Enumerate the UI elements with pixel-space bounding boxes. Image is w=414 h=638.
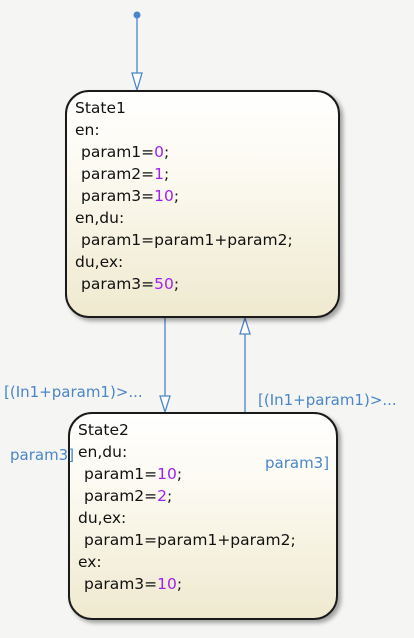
action-line: param2=2; <box>84 487 173 505</box>
state-name: State2 <box>78 421 129 439</box>
transition-down-label-line1: [(In1+param1)>... <box>4 383 143 401</box>
action-line: param2=1; <box>81 165 170 183</box>
default-transition-arrowhead <box>131 72 143 93</box>
action-label: du,ex: <box>75 253 124 271</box>
action-line: param3=10; <box>84 575 183 593</box>
transition-down-label-line2: param3] <box>10 446 75 464</box>
action-label: en: <box>75 121 100 139</box>
transition-up-label-line2: param3] <box>265 454 330 472</box>
action-line: param1=param1+param2; <box>84 531 296 549</box>
transition-up-label-line1: [(In1+param1)>... <box>258 391 397 409</box>
transition-down-arrowhead <box>159 395 171 415</box>
state2-box[interactable]: State2 en,du: param1=10; param2=2; du,ex… <box>68 412 338 620</box>
transition-up-label[interactable]: [(In1+param1)>... param3] <box>258 348 397 495</box>
action-label: en,du: <box>75 209 125 227</box>
action-line: param1=0; <box>81 143 170 161</box>
transition-up-arrowhead <box>239 315 251 335</box>
action-line: param1=param1+param2; <box>81 231 293 249</box>
state-name: State1 <box>75 99 126 117</box>
state1-box[interactable]: State1 en: param1=0; param2=1; param3=10… <box>65 90 340 318</box>
default-transition-dot[interactable] <box>133 11 141 19</box>
action-line: param3=50; <box>81 275 180 293</box>
action-label: en,du: <box>78 443 128 461</box>
action-line: param1=10; <box>84 465 183 483</box>
action-label: ex: <box>78 553 102 571</box>
transition-down-label[interactable]: [(In1+param1)>... param3] <box>4 340 143 487</box>
action-label: du,ex: <box>78 509 127 527</box>
action-line: param3=10; <box>81 187 180 205</box>
